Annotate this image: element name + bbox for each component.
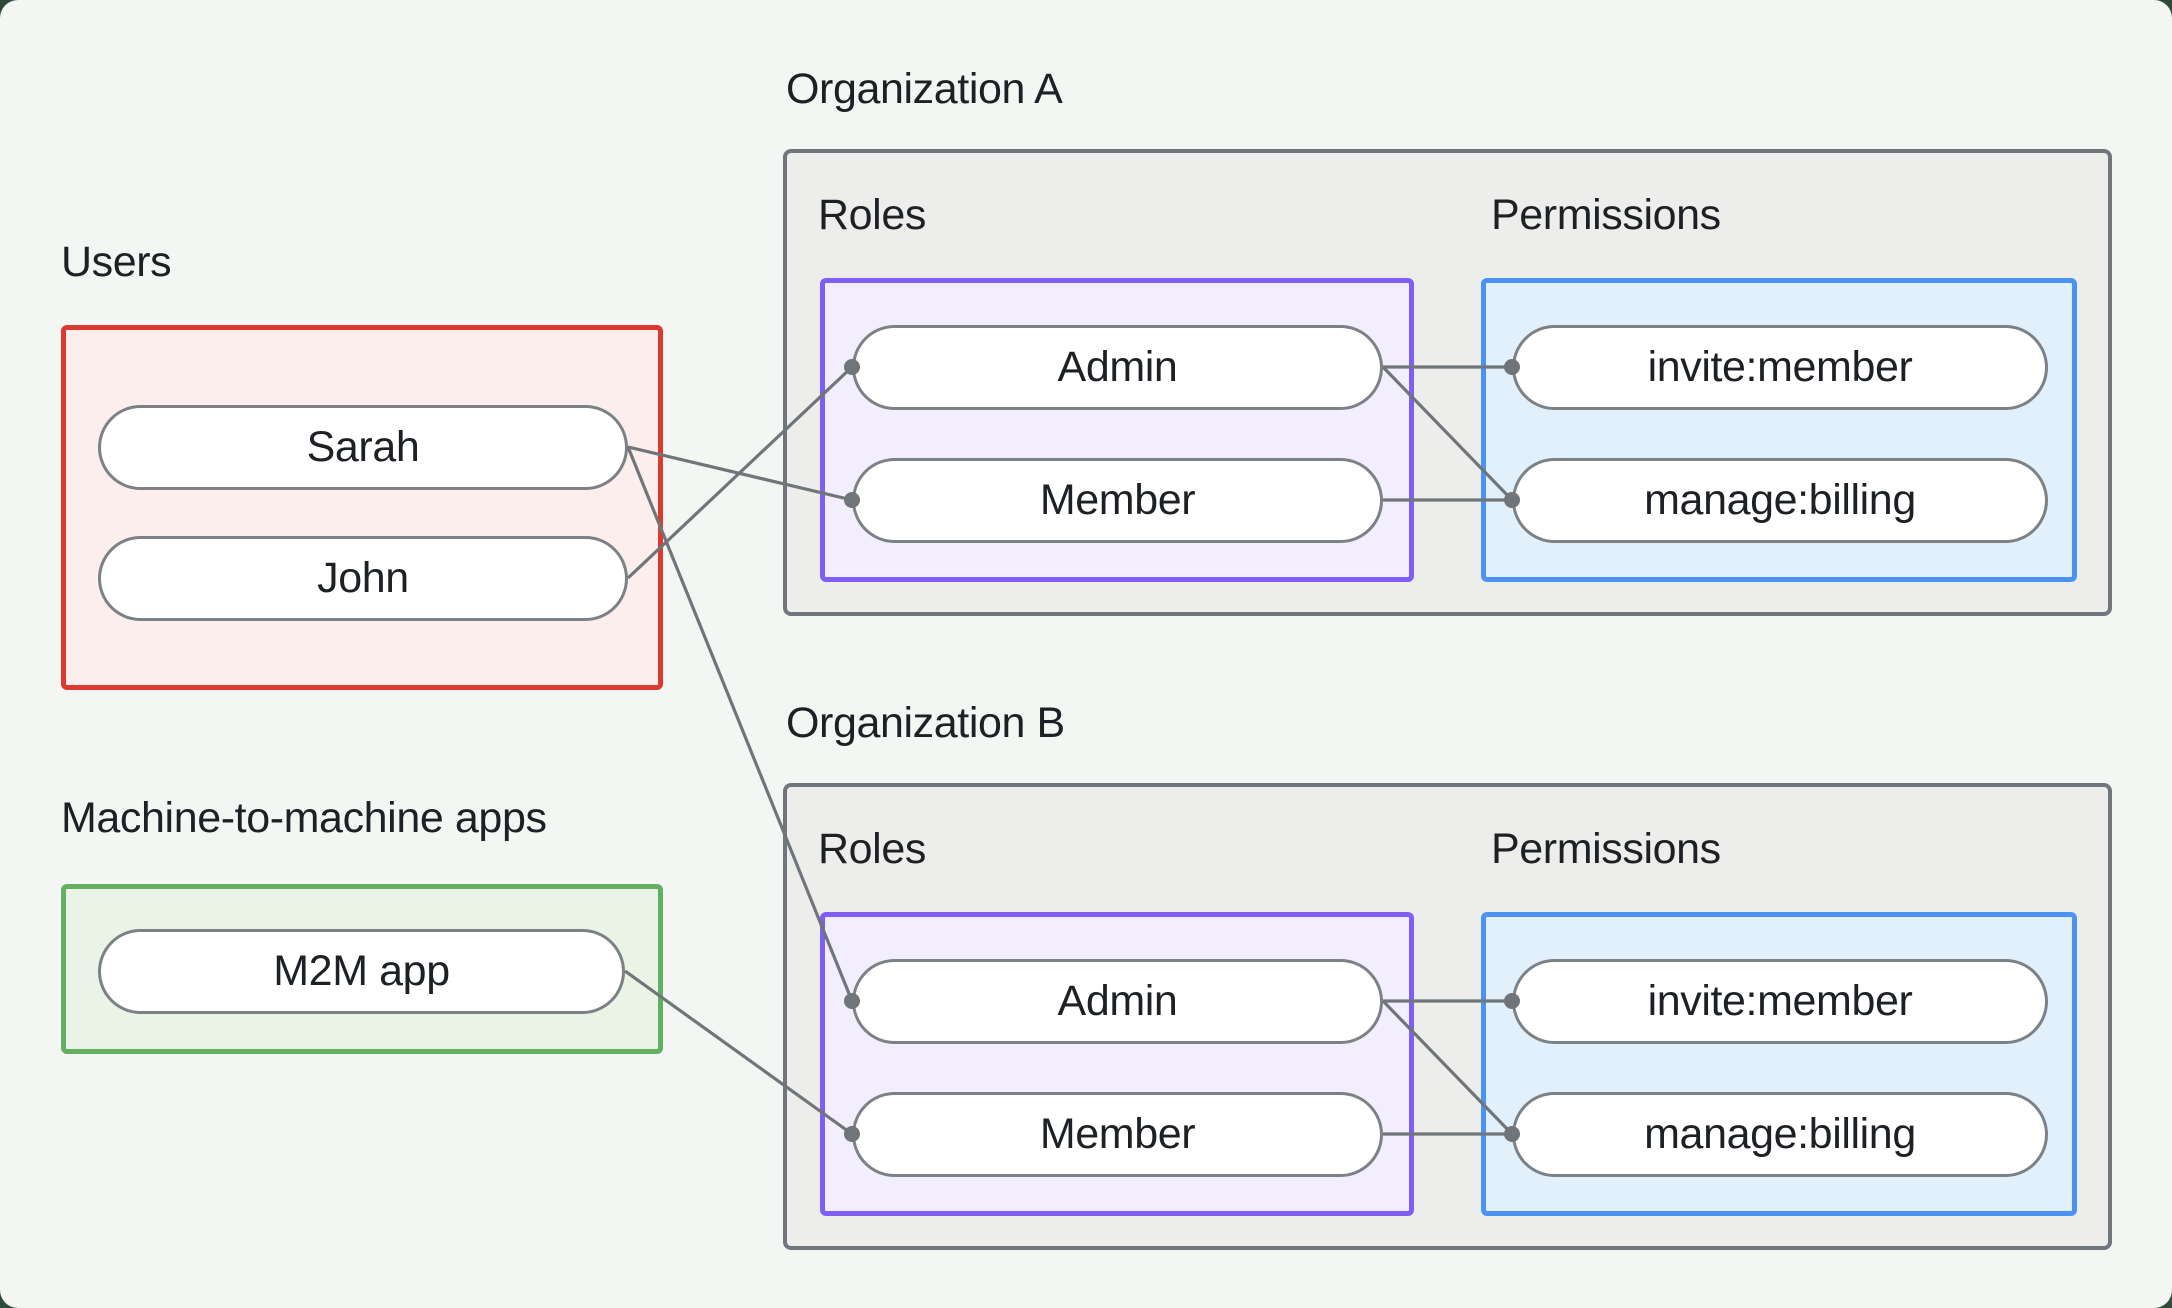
m2m-section-title: Machine-to-machine apps (61, 794, 547, 842)
org-b-roles-label: Roles (818, 825, 926, 873)
users-box (61, 325, 663, 690)
org-b-permission-manage-billing: manage:billing (1512, 1092, 2048, 1177)
users-section-title: Users (61, 238, 172, 286)
role-node-label: Admin (1057, 977, 1178, 1025)
user-node-sarah: Sarah (98, 405, 628, 490)
org-a-permissions-label: Permissions (1491, 191, 1721, 239)
m2m-node-label: M2M app (273, 947, 450, 995)
org-a-permission-manage-billing: manage:billing (1512, 458, 2048, 543)
permission-node-label: manage:billing (1644, 476, 1916, 524)
org-a-roles-label: Roles (818, 191, 926, 239)
user-node-john: John (98, 536, 628, 621)
user-node-label: John (317, 554, 409, 602)
org-b-permissions-label: Permissions (1491, 825, 1721, 873)
permission-node-label: invite:member (1647, 343, 1913, 391)
user-node-label: Sarah (306, 423, 420, 471)
org-a-role-admin: Admin (852, 325, 1383, 410)
org-b-title: Organization B (786, 699, 1065, 747)
permission-node-label: manage:billing (1644, 1110, 1916, 1158)
org-b-permission-invite-member: invite:member (1512, 959, 2048, 1044)
role-node-label: Member (1039, 1110, 1196, 1158)
org-b-role-admin: Admin (852, 959, 1383, 1044)
m2m-node-app: M2M app (98, 929, 625, 1014)
org-a-title: Organization A (786, 65, 1063, 113)
org-a-permission-invite-member: invite:member (1512, 325, 2048, 410)
role-node-label: Admin (1057, 343, 1178, 391)
org-b-role-member: Member (852, 1092, 1383, 1177)
role-node-label: Member (1039, 476, 1196, 524)
permission-node-label: invite:member (1647, 977, 1913, 1025)
org-a-role-member: Member (852, 458, 1383, 543)
